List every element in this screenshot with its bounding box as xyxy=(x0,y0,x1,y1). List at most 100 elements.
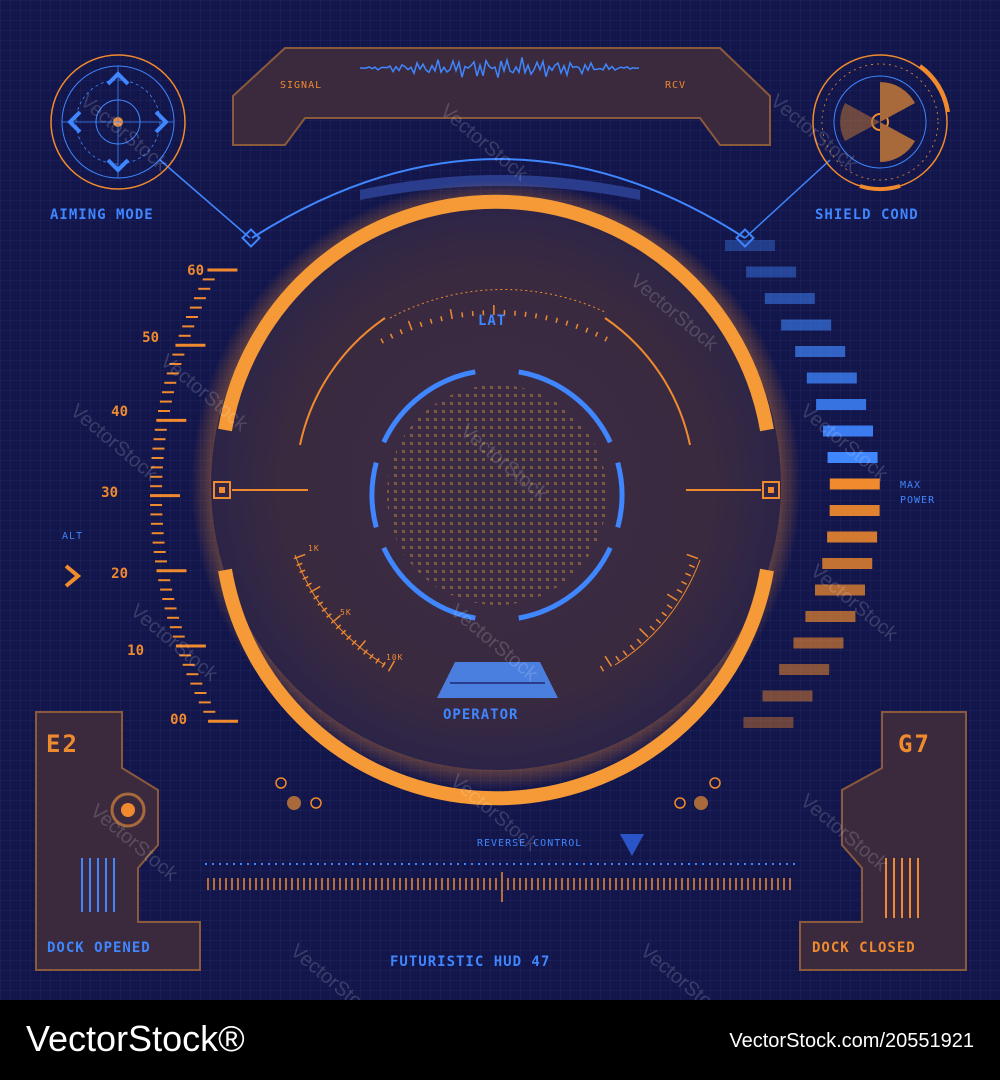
gauge-tick xyxy=(330,614,341,624)
gauge-tick xyxy=(346,634,352,641)
dock-right-code: G7 xyxy=(898,730,931,758)
lat-tick xyxy=(604,336,608,342)
hud-graphics xyxy=(35,47,967,971)
signal-waveform xyxy=(359,57,640,78)
gauge-tick xyxy=(666,604,673,609)
gauge-tick xyxy=(604,655,613,667)
aiming-connector-line xyxy=(159,159,251,239)
power-bars xyxy=(725,240,880,728)
upper-blue-arc xyxy=(251,158,746,239)
lat-scale-ticks xyxy=(380,305,608,344)
inner-arc-left xyxy=(299,317,386,446)
gauge-tick xyxy=(317,601,324,606)
lat-tick xyxy=(534,313,538,319)
gauge-tick xyxy=(666,593,678,602)
dock-right-panel xyxy=(799,711,967,971)
gauge-tick xyxy=(313,595,320,600)
power-bar xyxy=(829,478,880,490)
reverse-control-label[interactable]: REVERSE CONTROL xyxy=(477,838,583,849)
signal-panel xyxy=(232,47,771,146)
upper-blue-band xyxy=(360,175,640,200)
lat-tick xyxy=(429,318,433,324)
blue-ring-segment xyxy=(381,546,476,621)
lat-tick xyxy=(407,320,413,331)
gauge-tick xyxy=(326,613,332,618)
power-bar xyxy=(725,240,775,251)
gauge-tick xyxy=(629,644,635,651)
lat-tick xyxy=(555,317,559,323)
aiming-reticle xyxy=(50,54,186,190)
hud-screen: SIGNAL RCV AIMING MODE SHIELD COND LAT O… xyxy=(0,0,1000,1000)
gauge-tick xyxy=(381,661,386,668)
dock-closed-label: DOCK CLOSED xyxy=(812,940,916,956)
gauge-tick xyxy=(293,553,306,560)
footer-logo: VectorStock® xyxy=(26,1018,245,1059)
right-marker xyxy=(762,481,780,499)
alt-tick-60: 60 xyxy=(187,263,204,279)
alt-tick-00: 00 xyxy=(170,712,187,728)
lat-tick xyxy=(399,329,403,335)
gauge-tick xyxy=(676,588,683,594)
power-bar xyxy=(762,690,813,702)
status-dot xyxy=(275,777,287,789)
power-bar xyxy=(793,637,844,649)
signal-label: SIGNAL xyxy=(280,80,323,91)
gauge-tick xyxy=(309,585,321,594)
lat-tick xyxy=(524,311,527,317)
power-bar xyxy=(827,452,878,463)
status-dot xyxy=(287,796,301,810)
alt-tick-20: 20 xyxy=(111,566,128,582)
shield-cond-label: SHIELD COND xyxy=(815,207,919,223)
dock-left-ring xyxy=(110,792,146,828)
reverse-indicator-triangle xyxy=(620,834,644,856)
gauge-tick xyxy=(688,564,695,568)
lat-tick xyxy=(594,331,599,337)
hud-title: FUTURISTIC HUD 47 xyxy=(390,954,551,970)
lower-left-gauge-ticks xyxy=(293,553,396,672)
gauge-tick xyxy=(321,607,328,612)
dock-right-bars xyxy=(885,858,919,918)
shield-gauge xyxy=(812,54,950,192)
status-dot xyxy=(709,777,721,789)
lat-tick xyxy=(389,333,394,339)
lat-tick xyxy=(575,323,579,330)
lower-right-gauge-arc xyxy=(614,559,701,666)
gauge-tick xyxy=(639,628,649,638)
aiming-mode-label: AIMING MODE xyxy=(50,207,154,223)
gauge-tick xyxy=(299,569,306,574)
lat-tick xyxy=(440,316,443,322)
blue-ring-segment xyxy=(615,462,625,528)
gauge-tick xyxy=(375,657,380,664)
gauge-tick xyxy=(681,580,688,585)
gauge-tick xyxy=(296,562,303,567)
power-bar xyxy=(822,558,873,569)
lat-tick xyxy=(461,312,464,318)
operator-trapezoid xyxy=(437,662,558,698)
alt-tick-50: 50 xyxy=(142,330,159,346)
power-bar xyxy=(805,611,856,622)
power-bar xyxy=(764,293,815,304)
gauge-tick xyxy=(636,638,642,645)
dock-opened-label: DOCK OPENED xyxy=(47,940,151,956)
gauge-tick xyxy=(649,625,656,631)
gauge-tick xyxy=(340,629,347,635)
blue-ring-segment xyxy=(369,462,379,528)
outer-ring-top xyxy=(218,194,774,432)
power-bar xyxy=(823,425,874,437)
max-power-label-1: MAX xyxy=(900,480,922,491)
blue-ring-segment xyxy=(381,369,476,444)
gauge-tick xyxy=(685,572,692,577)
inner-blue-ring xyxy=(369,369,625,621)
lat-tick xyxy=(419,321,423,327)
alt-tick-30: 30 xyxy=(101,485,118,501)
gauge-tick xyxy=(655,618,662,624)
gauge-tick-5k: 5K xyxy=(340,608,352,617)
dock-left-panel xyxy=(35,711,201,971)
gauge-tick-1k: 1K xyxy=(308,544,320,553)
outer-ring-bottom xyxy=(218,568,774,806)
gauge-tick xyxy=(302,575,309,580)
lat-label: LAT xyxy=(478,313,507,329)
status-dot xyxy=(674,797,686,809)
left-marker xyxy=(213,481,231,499)
power-bar xyxy=(829,505,880,516)
